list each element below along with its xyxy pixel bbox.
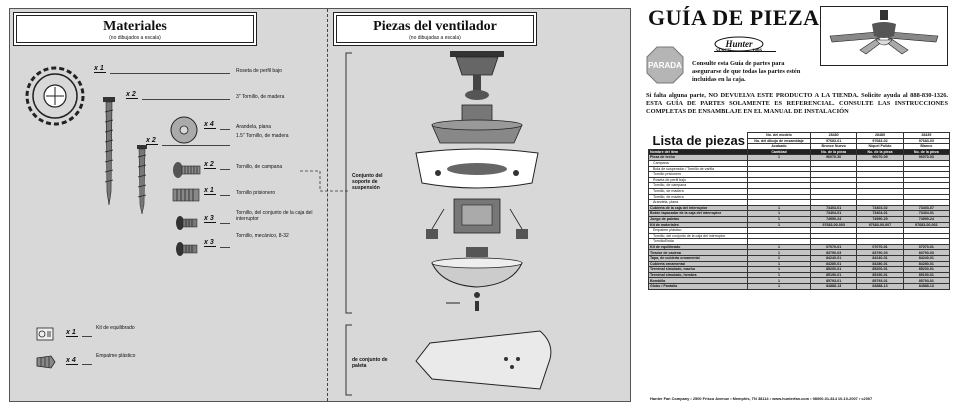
canopy-ring-icon <box>25 66 85 126</box>
part-number: 84888-13 <box>902 283 951 290</box>
label-wood-screw-3in: 3" Tornillo, de madera <box>236 94 285 100</box>
part-number: 85200-01 <box>902 266 951 273</box>
canopy-screw-icon <box>173 162 201 178</box>
qty-wood-screw-1-5in: x 2 <box>146 137 158 145</box>
leader-line <box>82 336 92 337</box>
label-switch-housing-screw: Tornillo, del conjunto de la caja del in… <box>236 210 313 222</box>
company-footer: Hunter Fan Company • 2500 Frisco Avenue … <box>650 396 873 401</box>
leader-line <box>142 99 230 100</box>
set-screw-icon <box>172 188 200 202</box>
ceiling-fan-illustration <box>820 6 948 66</box>
materials-title: Materiales <box>103 19 167 34</box>
fan-parts-header: Piezas del ventilador (no dibujadas a es… <box>336 15 534 43</box>
brand-logo-text: Hunter <box>724 39 753 49</box>
qty-canopy-screw: x 2 <box>204 161 216 169</box>
fan-exploded-view <box>415 51 539 311</box>
label-machine-screw: Tornillo, mecánico, 8-32 <box>236 233 289 239</box>
parts-list-title-cell: Lista de piezas <box>649 133 748 150</box>
qty-canopy-ring: x 1 <box>94 65 106 73</box>
parts-list-table: Lista de piezas No. del modelo 28480 284… <box>648 132 951 290</box>
plastic-connector-icon <box>36 355 56 369</box>
leader-line <box>220 195 230 196</box>
part-number: 84888-13 <box>856 283 904 290</box>
parts-guide-page: GUÍA DE PIEZAS Hunter SINCE 1886 PARADA … <box>640 0 954 412</box>
part-number: 85190-01 <box>902 271 951 279</box>
connector-leader <box>300 170 348 192</box>
part-name: Globo / Pantalla <box>648 283 748 290</box>
part-number: 84240-01 <box>902 255 951 262</box>
intro-text: Consulte esta Guía de partes para asegur… <box>692 60 801 83</box>
leader-line <box>220 169 230 170</box>
mounting-assembly-label: Conjunto del soporte de suspensión <box>352 173 383 191</box>
label-flat-washer: Arandela, plana <box>236 124 272 130</box>
label-canopy-screw: Tornillo, de campana <box>236 164 283 170</box>
machine-screw-icon <box>176 242 198 256</box>
logo-rule <box>714 51 776 52</box>
label-plastic-connector: Empalme plástico <box>96 353 136 359</box>
leader-line <box>110 73 230 74</box>
qty-plastic-connector: x 4 <box>66 357 78 365</box>
fan-parts-subtitle: (no dibujadas a escala) <box>409 35 461 41</box>
flat-washer-icon <box>170 116 198 144</box>
wood-screw-icon <box>137 145 147 215</box>
leader-line <box>162 145 230 146</box>
blade-bracket-line <box>345 324 352 396</box>
qty-machine-screw: x 3 <box>204 239 216 247</box>
qty-set-screw: x 1 <box>204 187 216 195</box>
stop-sign-text: PARADA <box>648 61 682 70</box>
part-number: 84280-01 <box>902 260 951 268</box>
leader-line <box>82 364 92 365</box>
part-quantity: 1 <box>747 283 811 290</box>
leader-line <box>220 129 230 130</box>
qty-switch-housing-screw: x 3 <box>204 215 216 223</box>
part-number: 84888-13 <box>809 283 858 290</box>
leader-line <box>220 247 230 248</box>
page-divider <box>327 9 328 401</box>
fan-blade-icon <box>415 330 552 390</box>
header-label: No. del dibujo de ensamblaje <box>747 137 811 145</box>
qty-wood-screw-3in: x 2 <box>126 91 138 99</box>
missing-parts-notice: Si falta alguna parte, NO DEVUELVA ESTE … <box>646 92 948 115</box>
label-set-screw: Tornillo prisionero <box>236 190 276 196</box>
label-canopy-ring: Roseta de perfil bajo <box>236 68 282 74</box>
wood-screw-icon <box>103 97 115 206</box>
materials-subtitle: (no dibujados a escala) <box>109 35 161 41</box>
stop-sign-icon: PARADA <box>646 46 684 84</box>
parts-list-title: Lista de piezas <box>652 132 745 148</box>
balance-kit-icon <box>36 327 54 341</box>
hunter-logo: Hunter <box>714 36 764 52</box>
blade-assembly-label: de conjunto de paleta <box>352 357 388 369</box>
qty-flat-washer: x 4 <box>204 121 216 129</box>
label-balance-kit: Kit de equilibrado <box>96 325 135 331</box>
label-wood-screw-1-5in: 1.5" Tornillo, de madera <box>236 133 289 139</box>
part-number: 85793-01 <box>902 277 951 284</box>
guide-title: GUÍA DE PIEZAS <box>648 5 833 30</box>
materials-header: Materiales (no dibujados a escala) <box>16 15 254 43</box>
leader-line <box>220 223 230 224</box>
mounting-bracket-line <box>345 52 352 314</box>
parts-diagram-page: Materiales (no dibujados a escala) Pieza… <box>9 8 631 402</box>
qty-balance-kit: x 1 <box>66 329 78 337</box>
fan-parts-title: Piezas del ventilador <box>373 19 497 34</box>
switch-housing-screw-icon <box>176 216 198 230</box>
